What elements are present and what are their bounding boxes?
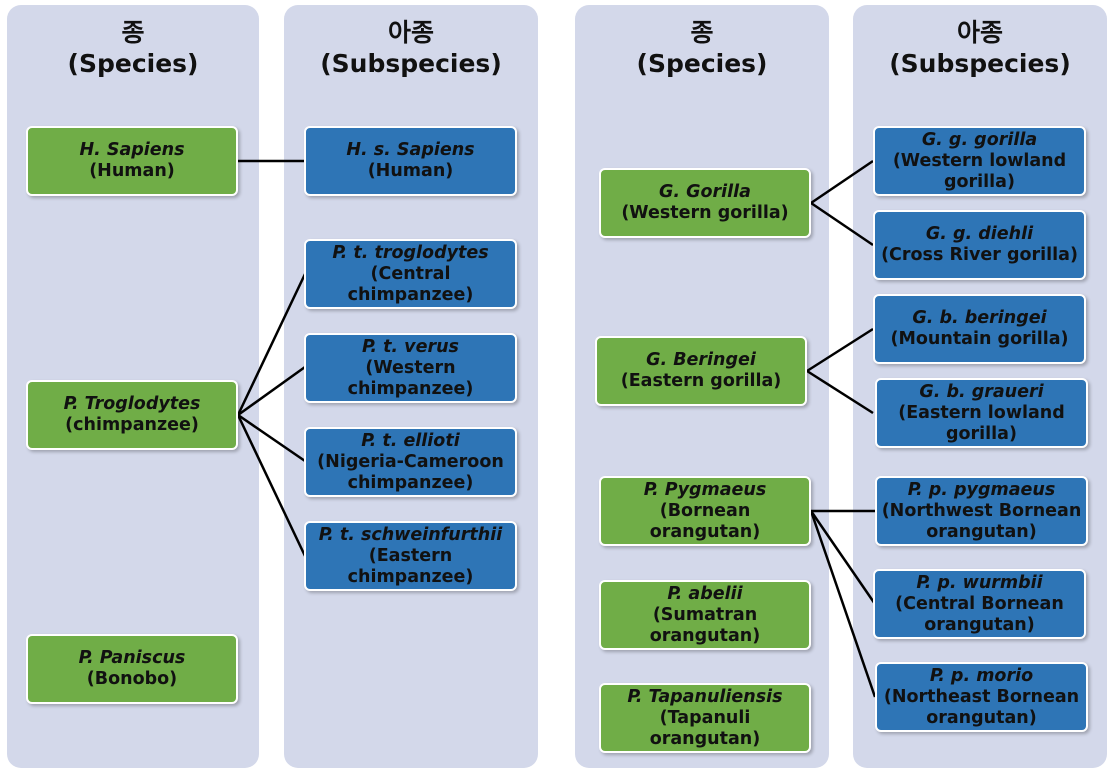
subspecies-name: G. g. diehli [925, 224, 1034, 244]
common-name: (Mountain gorilla) [890, 329, 1069, 349]
species-name: G. Beringei [646, 350, 756, 370]
column-title-korean: 아종 [956, 18, 1003, 47]
common-name: (Central Bornean orangutan) [895, 593, 1064, 635]
column-title-korean: 아종 [387, 18, 434, 47]
column-title-english: (Species) [67, 49, 199, 78]
common-name: (chimpanzee) [65, 415, 199, 435]
common-name: (Western chimpanzee) [347, 357, 474, 399]
subspecies-name: P. p. wurmbii [916, 572, 1043, 593]
common-name: (Northwest Bornean orangutan) [881, 500, 1082, 542]
subspecies-box-g-b-graueri: G. b. graueri (Eastern lowland gorilla) [875, 378, 1088, 448]
species-box-h-sapiens: H. Sapiens (Human) [26, 126, 238, 196]
species-name: H. Sapiens [79, 140, 185, 160]
common-name: (Nigeria-Cameroon chimpanzee) [317, 451, 504, 493]
species-name: G. Gorilla [659, 182, 751, 202]
subspecies-name: P. t. ellioti [361, 430, 460, 451]
common-name: (Western lowland gorilla) [892, 150, 1067, 192]
subspecies-box-p-p-pygmaeus: P. p. pygmaeus (Northwest Bornean orangu… [875, 476, 1088, 546]
common-name: (Central chimpanzee) [347, 263, 474, 305]
subspecies-box-p-p-morio: P. p. morio (Northeast Bornean orangutan… [875, 662, 1088, 732]
species-box-p-paniscus: P. Paniscus (Bonobo) [26, 634, 238, 704]
subspecies-name: G. g. gorilla [921, 129, 1038, 150]
common-name: (Eastern lowland gorilla) [898, 402, 1065, 444]
common-name: (Eastern chimpanzee) [347, 545, 474, 587]
column-header: 종 (Species) [575, 17, 829, 79]
species-name: P. abelii [667, 583, 743, 604]
subspecies-name: H. s. Sapiens [346, 140, 475, 160]
subspecies-box-p-t-troglodytes: P. t. troglodytes (Central chimpanzee) [304, 239, 517, 309]
common-name: (Human) [89, 161, 175, 181]
column-title-korean: 종 [690, 18, 714, 47]
subspecies-name: G. b. graueri [919, 381, 1044, 402]
species-name: P. Tapanuliensis [627, 686, 783, 707]
column-header: 아종 (Subspecies) [853, 17, 1107, 79]
column-header: 종 (Species) [7, 17, 259, 79]
subspecies-box-g-g-gorilla: G. g. gorilla (Western lowland gorilla) [873, 126, 1086, 196]
subspecies-box-p-t-verus: P. t. verus (Western chimpanzee) [304, 333, 517, 403]
common-name: (Northeast Bornean orangutan) [883, 686, 1080, 728]
common-name: (Human) [367, 161, 454, 181]
column-title-english: (Species) [636, 49, 768, 78]
column-title-english: (Subspecies) [889, 49, 1071, 78]
subspecies-name: P. p. morio [929, 665, 1034, 686]
common-name: (Cross River gorilla) [881, 245, 1078, 265]
subspecies-box-p-t-ellioti: P. t. ellioti (Nigeria-Cameroon chimpanz… [304, 427, 517, 497]
subspecies-name: G. b. beringei [912, 308, 1047, 328]
species-name: P. Paniscus [78, 648, 186, 668]
common-name: (Bonobo) [86, 669, 178, 689]
column-title-korean: 종 [121, 18, 145, 47]
species-box-g-gorilla: G. Gorilla (Western gorilla) [599, 168, 811, 238]
species-box-p-troglodytes: P. Troglodytes (chimpanzee) [26, 380, 238, 450]
species-name: P. Troglodytes [63, 394, 201, 414]
subspecies-name: P. t. schweinfurthii [318, 524, 503, 545]
species-box-p-abelii: P. abelii (Sumatran orangutan) [599, 580, 811, 650]
subspecies-box-g-g-diehli: G. g. diehli (Cross River gorilla) [873, 210, 1086, 280]
common-name: (Eastern gorilla) [620, 371, 782, 391]
species-name: P. Pygmaeus [643, 479, 767, 500]
column-title-english: (Subspecies) [320, 49, 502, 78]
subspecies-box-h-s-sapiens: H. s. Sapiens (Human) [304, 126, 517, 196]
common-name: (Tapanuli orangutan) [649, 707, 761, 749]
subspecies-name: P. t. troglodytes [332, 242, 489, 263]
common-name: (Sumatran orangutan) [649, 604, 761, 646]
species-box-p-tapanuliensis: P. Tapanuliensis (Tapanuli orangutan) [599, 683, 811, 753]
species-box-p-pygmaeus: P. Pygmaeus (Bornean orangutan) [599, 476, 811, 546]
subspecies-box-g-b-beringei: G. b. beringei (Mountain gorilla) [873, 294, 1086, 364]
common-name: (Bornean orangutan) [649, 500, 761, 542]
subspecies-name: P. p. pygmaeus [907, 479, 1056, 500]
column-header: 아종 (Subspecies) [284, 17, 538, 79]
species-box-g-beringei: G. Beringei (Eastern gorilla) [595, 336, 807, 406]
subspecies-box-p-t-schweinfurthii: P. t. schweinfurthii (Eastern chimpanzee… [304, 521, 517, 591]
subspecies-box-p-p-wurmbii: P. p. wurmbii (Central Bornean orangutan… [873, 569, 1086, 639]
subspecies-name: P. t. verus [362, 336, 459, 357]
common-name: (Western gorilla) [621, 203, 789, 223]
